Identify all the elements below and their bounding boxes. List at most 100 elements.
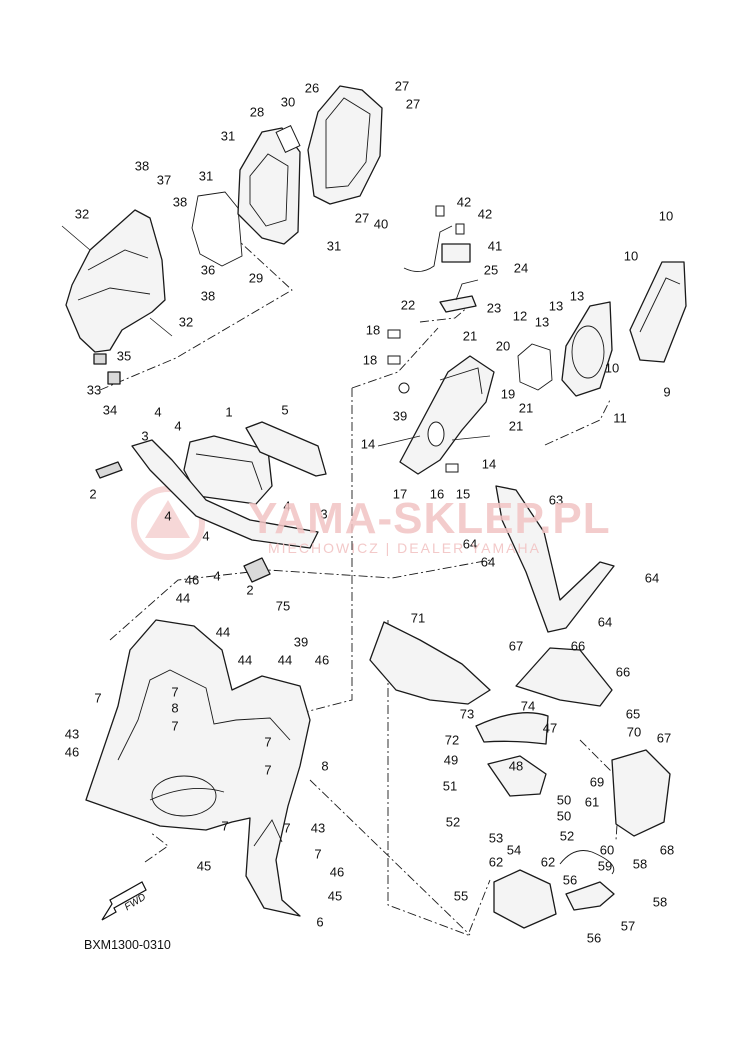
- callout-c-7g: 7: [283, 820, 291, 836]
- callout-c-7e: 7: [264, 762, 272, 778]
- callout-c-64c: 64: [644, 570, 660, 586]
- part-63-bracket: [495, 485, 615, 633]
- callout-c-58b: 58: [652, 894, 668, 910]
- callout-c-13a: 13: [569, 288, 585, 304]
- part-35-cover: [61, 209, 173, 385]
- callout-c-7h: 7: [314, 846, 322, 862]
- callout-c-10a: 10: [658, 208, 674, 224]
- callout-c-51: 51: [442, 778, 458, 794]
- part-55-lower-cover: [493, 869, 557, 929]
- callout-c-21a: 21: [462, 328, 478, 344]
- callout-c-21c: 21: [508, 418, 524, 434]
- callout-c-56b: 56: [586, 930, 602, 946]
- callout-c-46c: 46: [64, 744, 80, 760]
- callout-c-53: 53: [488, 830, 504, 846]
- callout-c-42a: 42: [456, 194, 472, 210]
- callout-c-13b: 13: [548, 298, 564, 314]
- callout-c-62b: 62: [540, 854, 556, 870]
- callout-c-4b: 4: [174, 418, 182, 434]
- callout-c-54: 54: [506, 842, 522, 858]
- callout-c-21b: 21: [518, 400, 534, 416]
- callout-c-7d: 7: [264, 734, 272, 750]
- callout-c-3b: 3: [320, 506, 328, 522]
- callout-c-64d: 64: [597, 614, 613, 630]
- callout-c-52a: 52: [445, 814, 461, 830]
- part-48-bracket: [487, 755, 547, 797]
- callout-c-4d: 4: [283, 498, 291, 514]
- callout-c-62a: 62: [488, 854, 504, 870]
- callout-c-13c: 13: [534, 314, 550, 330]
- callout-c-47: 47: [542, 720, 558, 736]
- callout-c-4e: 4: [202, 528, 210, 544]
- callout-c-38b: 38: [172, 194, 188, 210]
- callout-c-67a: 67: [508, 638, 524, 654]
- callout-c-40: 40: [373, 216, 389, 232]
- callout-c-74: 74: [520, 698, 536, 714]
- callout-c-44d: 44: [277, 652, 293, 668]
- part-1-meter-cover: [183, 435, 273, 505]
- callout-c-26: 26: [304, 80, 320, 96]
- callout-c-73: 73: [459, 706, 475, 722]
- callout-c-17: 17: [392, 486, 408, 502]
- watermark-logo: [131, 486, 205, 560]
- part-41-harness: [403, 205, 471, 272]
- callout-c-65: 65: [625, 706, 641, 722]
- callout-c-33: 33: [86, 382, 102, 398]
- callout-c-28: 28: [249, 104, 265, 120]
- callout-c-5: 5: [281, 402, 289, 418]
- callout-c-7c: 7: [171, 718, 179, 734]
- callout-c-42b: 42: [477, 206, 493, 222]
- callout-c-14b: 14: [481, 456, 497, 472]
- part-6-leg-shield: [85, 619, 311, 917]
- callout-c-10b: 10: [623, 248, 639, 264]
- callout-c-27c: 27: [354, 210, 370, 226]
- diagram-code: BXM1300-0310: [84, 938, 171, 952]
- callout-c-75: 75: [275, 598, 291, 614]
- callout-c-57: 57: [620, 918, 636, 934]
- callout-c-3a: 3: [141, 428, 149, 444]
- callout-c-32b: 32: [178, 314, 194, 330]
- callout-c-4a: 4: [154, 404, 162, 420]
- part-22-stay: [439, 279, 479, 313]
- callout-c-12: 12: [512, 308, 528, 324]
- callout-c-19: 19: [500, 386, 516, 402]
- callout-c-39b: 39: [293, 634, 309, 650]
- callout-c-55: 55: [453, 888, 469, 904]
- callout-c-25: 25: [483, 262, 499, 278]
- callout-c-4f: 4: [213, 568, 221, 584]
- callout-c-32a: 32: [74, 206, 90, 222]
- callout-c-15: 15: [455, 486, 471, 502]
- callout-c-14a: 14: [360, 436, 376, 452]
- callout-c-66b: 66: [615, 664, 631, 680]
- callout-c-23: 23: [486, 300, 502, 316]
- callout-c-24: 24: [513, 260, 529, 276]
- callout-c-38a: 38: [134, 158, 150, 174]
- callout-c-71: 71: [410, 610, 426, 626]
- callout-c-30: 30: [280, 94, 296, 110]
- callout-c-63: 63: [548, 492, 564, 508]
- watermark-text: YAMA-SKLEP.PL: [248, 494, 611, 543]
- part-65-cover: [515, 647, 613, 707]
- callout-c-8a: 8: [171, 700, 179, 716]
- callout-c-45b: 45: [327, 888, 343, 904]
- callout-c-2a: 2: [89, 486, 97, 502]
- callout-c-44a: 44: [175, 590, 191, 606]
- callout-c-29: 29: [248, 270, 264, 286]
- watermark-subtext: MIECHOWICZ | DEALER YAMAHA: [268, 540, 541, 556]
- callout-c-31a: 31: [220, 128, 236, 144]
- callout-c-45a: 45: [196, 858, 212, 874]
- part-68-cover: [611, 749, 671, 837]
- callout-c-64b: 64: [480, 554, 496, 570]
- callout-c-34: 34: [102, 402, 118, 418]
- callout-c-22: 22: [400, 297, 416, 313]
- callout-c-36: 36: [200, 262, 216, 278]
- callout-c-37: 37: [156, 172, 172, 188]
- callout-c-4c: 4: [164, 508, 172, 524]
- callout-c-44c: 44: [237, 652, 253, 668]
- callout-c-20: 20: [495, 338, 511, 354]
- part-3-panel: [131, 439, 319, 549]
- part-12-gasket: [517, 343, 553, 391]
- callout-c-41: 41: [487, 238, 503, 254]
